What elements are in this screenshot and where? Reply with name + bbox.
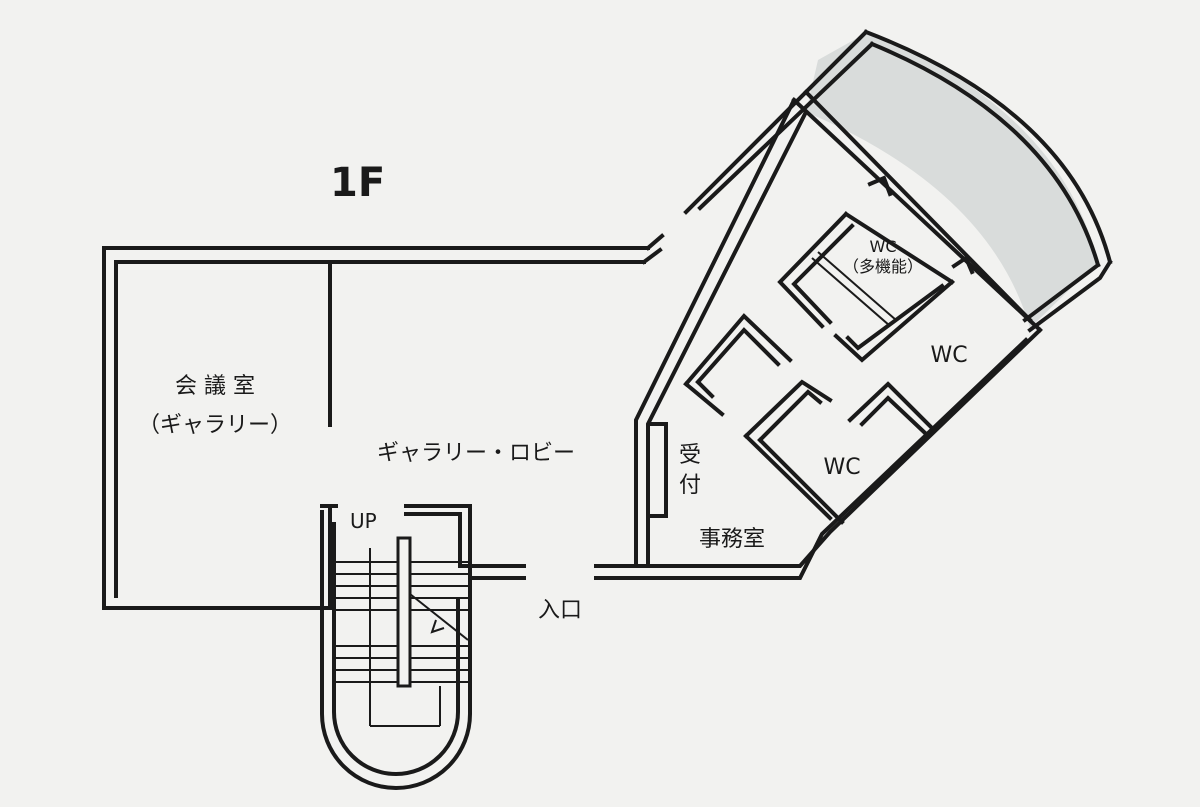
entrance-label: 入口: [538, 598, 582, 623]
conference-room-sublabel: （ギャラリー）: [138, 413, 292, 438]
wc-lower-label: WC: [823, 455, 860, 480]
floor-label: 1F: [330, 160, 385, 206]
wc-multipurpose-label: WC: [870, 237, 897, 256]
staircase: [336, 536, 469, 727]
conference-room-label: 会 議 室: [175, 374, 255, 399]
stair-up-label: UP: [350, 509, 377, 533]
shaded-area: [806, 32, 1098, 328]
lobby-label: ギャラリー・ロビー: [377, 441, 575, 466]
reception-sublabel: 付: [679, 473, 701, 498]
wc-multipurpose-sublabel: （多機能）: [843, 257, 923, 276]
walls: [102, 29, 1113, 790]
office-label: 事務室: [699, 527, 765, 552]
reception-label: 受: [679, 443, 701, 468]
wc-right-label: WC: [930, 343, 967, 368]
